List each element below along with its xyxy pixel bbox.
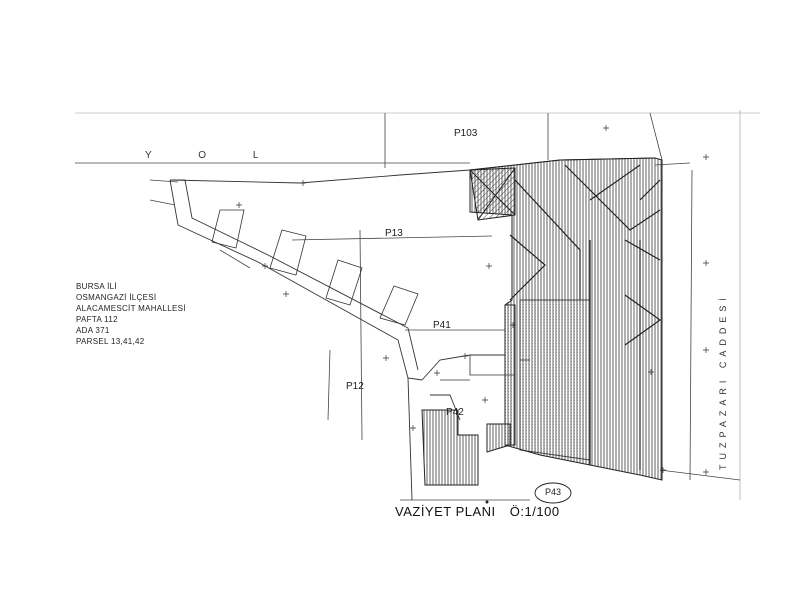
building-corner bbox=[469, 167, 516, 221]
parcel-label-p43: P43 bbox=[545, 487, 562, 497]
parcel-label-p41: P41 bbox=[433, 320, 451, 331]
parcel-boundaries bbox=[75, 112, 741, 501]
elevation-markers bbox=[236, 125, 709, 475]
road-label: Y O L bbox=[145, 150, 281, 161]
parcel-label-p13: P13 bbox=[385, 228, 403, 239]
drawing-title-text: VAZİYET PLANI bbox=[395, 504, 496, 519]
info-district: OSMANGAZİ İLÇESİ bbox=[76, 293, 157, 302]
scale-dot bbox=[485, 500, 489, 504]
building-main bbox=[469, 157, 663, 481]
info-province: BURSA İLİ bbox=[76, 282, 117, 291]
retaining-wall bbox=[169, 179, 423, 381]
terrace bbox=[440, 355, 530, 381]
info-neighborhood: ALACAMESCİT MAHALLESİ bbox=[76, 304, 186, 313]
frame-lines bbox=[75, 110, 760, 500]
parcel-label-p103: P103 bbox=[454, 128, 478, 139]
info-sheet: PAFTA 112 bbox=[76, 315, 118, 324]
info-parcel: PARSEL 13,41,42 bbox=[76, 337, 145, 346]
p43-circle bbox=[534, 482, 572, 504]
drawing-title: VAZİYET PLANI Ö:1/100 bbox=[395, 504, 570, 519]
info-block: ADA 371 bbox=[76, 326, 110, 335]
parking-stalls bbox=[211, 209, 419, 326]
location-info-block: BURSA İLİ OSMANGAZİ İLÇESİ ALACAMESCİT M… bbox=[76, 281, 186, 347]
building-south bbox=[421, 409, 511, 486]
drawing-scale: Ö:1/100 bbox=[509, 504, 560, 519]
parcel-label-p42: P42 bbox=[446, 407, 464, 418]
street-label: TUZPAZARI CADDESİ bbox=[718, 293, 728, 470]
parcel-label-p12: P12 bbox=[346, 381, 364, 392]
